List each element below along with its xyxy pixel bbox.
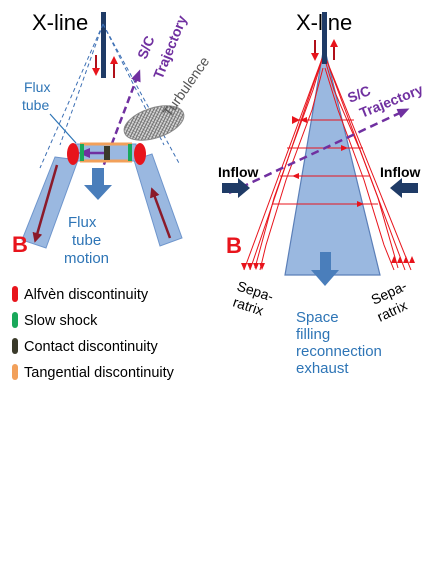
exhaust-label-1: Space — [296, 309, 339, 326]
flux-tube-left-leg — [21, 156, 79, 249]
slow-shock-right — [128, 144, 132, 161]
exhaust-arrow — [311, 252, 339, 286]
legend: Alfvèn discontinuity Slow shock Contact … — [12, 286, 175, 381]
flux-tube-pointer — [49, 113, 77, 144]
exhaust-label-3: reconnection — [296, 343, 382, 360]
right-panel: X-line — [218, 10, 425, 377]
inflow-left-arrow — [222, 178, 250, 198]
right-xline-bar — [322, 12, 327, 64]
motion-label-2: tube — [72, 232, 101, 249]
legend-swatch-tangential — [12, 364, 18, 380]
field-line-arrowheads — [241, 117, 415, 270]
contact-discontinuity-mark — [104, 146, 110, 160]
legend-label-slow-shock: Slow shock — [24, 313, 98, 329]
flux-tube-label-2: tube — [22, 97, 49, 113]
flux-tube-motion-arrow — [84, 168, 112, 200]
left-xline-bar — [101, 12, 106, 78]
inflow-right-label: Inflow — [380, 164, 421, 180]
motion-label-1: Flux — [68, 214, 97, 231]
alfven-discontinuity-left — [67, 143, 79, 165]
flux-tube-label-1: Flux — [24, 79, 50, 95]
left-leg-field-arrow — [32, 164, 59, 243]
turbulence-region — [123, 105, 185, 141]
left-b-label: B — [12, 232, 28, 257]
legend-label-contact: Contact discontinuity — [24, 339, 159, 355]
left-trajectory-label-2: Trajectory — [150, 13, 190, 81]
left-xline-label: X-line — [32, 10, 88, 35]
inflow-left-label: Inflow — [218, 164, 259, 180]
legend-label-alfven: Alfvèn discontinuity — [24, 287, 149, 303]
legend-swatch-contact — [12, 338, 18, 354]
flux-tube-right-leg — [133, 153, 183, 247]
right-leg-field-arrow — [150, 187, 172, 239]
legend-swatch-alfven — [12, 286, 18, 302]
slow-shock-left — [80, 144, 84, 161]
motion-label-3: motion — [64, 250, 109, 267]
alfven-discontinuity-right — [134, 143, 146, 165]
right-sc-trajectory — [228, 108, 410, 195]
inflow-right-arrow — [390, 178, 418, 198]
legend-label-tangential: Tangential discontinuity — [24, 365, 175, 381]
right-b-label: B — [226, 233, 242, 258]
exhaust-label-2: filling — [296, 326, 330, 343]
left-trajectory-label-1: S/C — [134, 33, 158, 61]
exhaust-region — [284, 45, 381, 276]
exhaust-label-4: exhaust — [296, 360, 349, 377]
legend-swatch-slow-shock — [12, 312, 18, 328]
left-panel: X-line Turbulence S/C Trajectory — [12, 10, 212, 267]
